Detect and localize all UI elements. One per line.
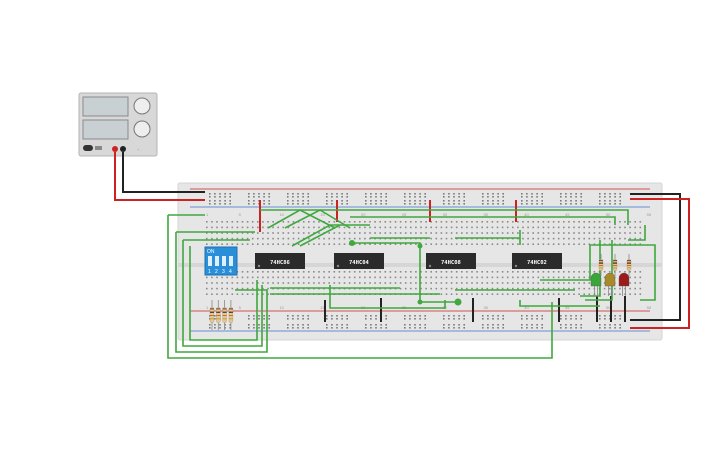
- column-number-bottom-50: 50: [606, 305, 611, 310]
- column-number-top-55: 55: [647, 212, 652, 217]
- column-number-bottom-35: 35: [483, 305, 488, 310]
- column-number-top-20: 20: [361, 212, 366, 217]
- dip-number-1: 1: [208, 269, 211, 275]
- pulldown-resistors[interactable]: [209, 300, 234, 330]
- chip-74hc08[interactable]: 74HC08: [426, 253, 476, 269]
- green-wire-led-1[interactable]: [580, 240, 601, 297]
- current-display: [82, 119, 129, 140]
- column-number-bottom-5: 5: [239, 305, 242, 310]
- power-supply[interactable]: + -: [78, 92, 158, 157]
- chip-74hc02[interactable]: 74HC02: [512, 253, 562, 269]
- column-number-top-35: 35: [483, 212, 488, 217]
- dip-number-4: 4: [229, 269, 232, 275]
- column-number-top-45: 45: [565, 212, 570, 217]
- chip-label-1: 74HC86: [270, 260, 291, 266]
- column-number-top-30: 30: [443, 212, 448, 217]
- green-wire-led-feed[interactable]: [519, 300, 600, 307]
- column-number-top-15: 15: [320, 212, 325, 217]
- led-red[interactable]: [618, 272, 630, 296]
- wire-nodes: [349, 240, 462, 306]
- power-wires[interactable]: [114, 152, 690, 329]
- voltage-display: [82, 96, 129, 117]
- green-wire-led-3[interactable]: [628, 225, 646, 241]
- column-number-top-5: 5: [239, 212, 242, 217]
- dip-on-label: ON: [207, 249, 215, 255]
- dip-switch[interactable]: ON 1 2 3 4: [204, 246, 238, 276]
- led-resistor-3[interactable]: [626, 254, 632, 276]
- chip-74hc86[interactable]: 74HC86: [255, 253, 305, 269]
- dip-number-2: 2: [215, 269, 218, 275]
- column-number-top-40: 40: [524, 212, 529, 217]
- chip-label-3: 74HC08: [441, 260, 461, 266]
- dip-toggle-2[interactable]: [215, 256, 219, 266]
- led-resistor-1[interactable]: [598, 254, 604, 276]
- pulldown-resistor-3[interactable]: [222, 300, 227, 330]
- column-number-bottom-15: 15: [320, 305, 325, 310]
- column-number-top-10: 10: [279, 212, 284, 217]
- positive-terminal[interactable]: [112, 146, 118, 152]
- column-number-bottom-10: 10: [279, 305, 284, 310]
- column-number-top-50: 50: [606, 212, 611, 217]
- green-wire-cross-4[interactable]: [299, 224, 341, 247]
- column-number-bottom-55: 55: [647, 305, 652, 310]
- led-resistors[interactable]: [598, 254, 632, 276]
- current-knob[interactable]: [133, 120, 151, 138]
- negative-terminal[interactable]: [120, 146, 126, 152]
- voltage-knob[interactable]: [133, 97, 151, 115]
- column-number-bottom-45: 45: [565, 305, 570, 310]
- signal-wires[interactable]: [167, 209, 656, 359]
- red-wire-supply[interactable]: [114, 152, 205, 201]
- pulldown-resistor-4[interactable]: [228, 300, 234, 330]
- chip-74hc04[interactable]: 74HC04: [334, 253, 384, 269]
- green-wire-top-run-2[interactable]: [350, 216, 616, 225]
- power-supply-mini-label: + -: [137, 147, 142, 152]
- pulldown-resistor-1[interactable]: [209, 300, 215, 330]
- green-wire-led-loop[interactable]: [540, 244, 656, 301]
- green-wire-top-run[interactable]: [260, 209, 629, 225]
- dip-toggle-3[interactable]: [222, 256, 226, 266]
- green-wire-loop-3[interactable]: [182, 240, 263, 347]
- green-wire-led-2[interactable]: [585, 240, 613, 301]
- led-green[interactable]: [590, 272, 602, 296]
- black-wire-supply[interactable]: [122, 152, 205, 193]
- chip-label-2: 74HC04: [349, 260, 370, 266]
- power-switch[interactable]: [83, 145, 93, 151]
- dip-toggle-1[interactable]: [208, 256, 212, 266]
- chip-label-4: 74HC02: [527, 260, 547, 266]
- green-wire-loop-4[interactable]: [189, 246, 258, 341]
- green-wire-bottom-link[interactable]: [329, 285, 446, 309]
- leds[interactable]: [590, 272, 630, 296]
- dip-number-3: 3: [222, 269, 225, 275]
- column-number-top-1: 1: [206, 212, 209, 217]
- column-number-bottom-40: 40: [524, 305, 529, 310]
- led-yellow[interactable]: [604, 272, 616, 296]
- green-wire-outer-loop[interactable]: [167, 215, 553, 359]
- power-indicator: [95, 146, 102, 150]
- black-wire-right[interactable]: [630, 193, 681, 321]
- dip-toggle-4[interactable]: [229, 256, 233, 266]
- column-number-bottom-1: 1: [206, 305, 209, 310]
- red-wire-right[interactable]: [630, 198, 690, 329]
- green-wire-mid-link[interactable]: [352, 242, 458, 303]
- column-number-top-25: 25: [402, 212, 407, 217]
- green-wire-cross-3[interactable]: [291, 224, 370, 247]
- led-resistor-2[interactable]: [612, 254, 618, 276]
- pulldown-resistor-2[interactable]: [216, 300, 221, 330]
